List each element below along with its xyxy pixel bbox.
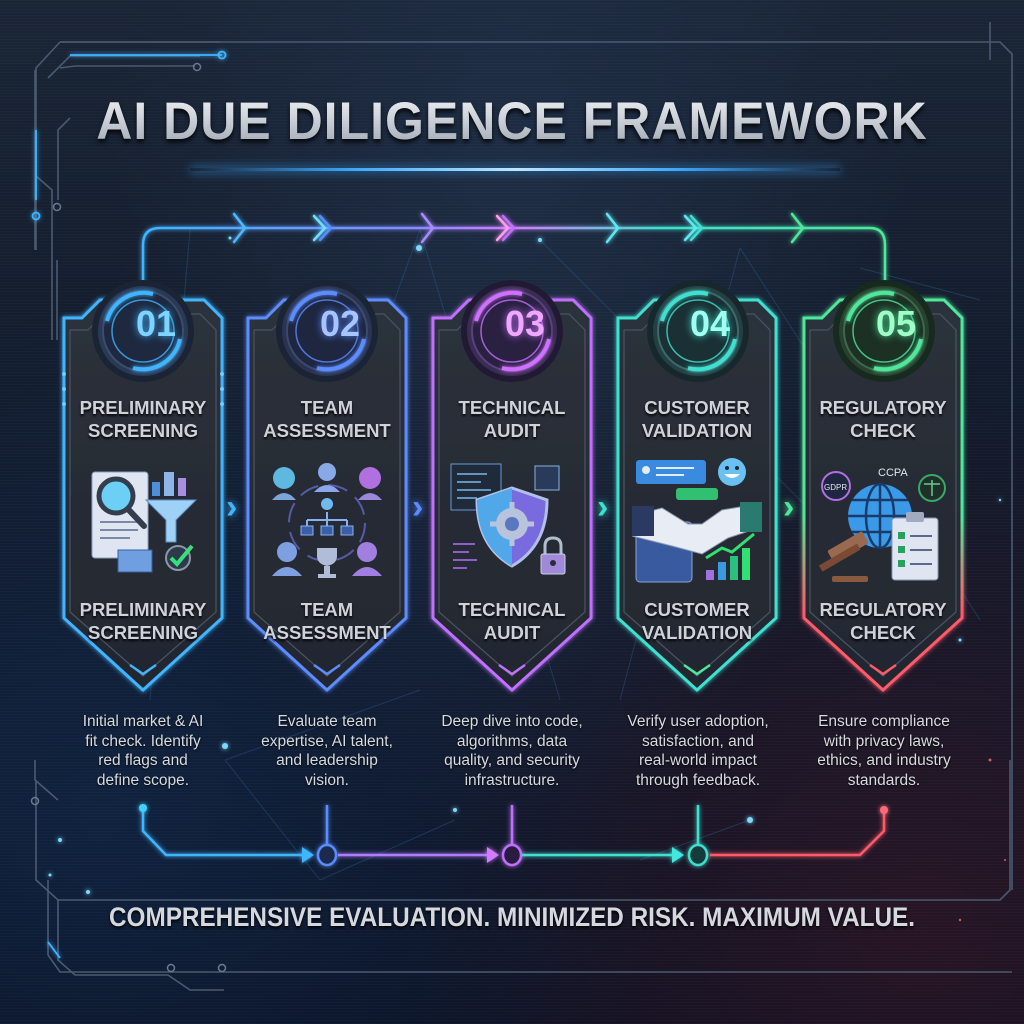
chevron-right-icon: › [597, 488, 609, 526]
step-number-badge: 03 [504, 303, 546, 344]
step-number-badge: 05 [875, 303, 917, 344]
chevron-right-icon: › [412, 488, 424, 526]
title-underline-glow [190, 168, 840, 171]
page-title: AI DUE DILIGENCE FRAMEWORK [0, 91, 1024, 152]
globe-gavel-checklist-icon: CCPA GDPR [818, 467, 946, 582]
ccpa-label: CCPA [878, 467, 908, 479]
document-magnifier-funnel-check-icon [91, 471, 198, 573]
handshake-feedback-growth-icon [632, 458, 762, 583]
step-number-badge: 01 [135, 303, 177, 344]
step-number-badge: 04 [689, 303, 731, 344]
gdpr-label: GDPR [824, 483, 847, 492]
chevron-right-icon: › [226, 488, 238, 526]
team-org-chart-trophy-icon [272, 463, 382, 578]
step-number-badge: 02 [319, 303, 361, 344]
chevron-right-icon: › [783, 488, 795, 526]
footer-tagline: COMPREHENSIVE EVALUATION. MINIMIZED RISK… [109, 902, 915, 932]
shield-gear-code-lock-icon [450, 463, 566, 575]
